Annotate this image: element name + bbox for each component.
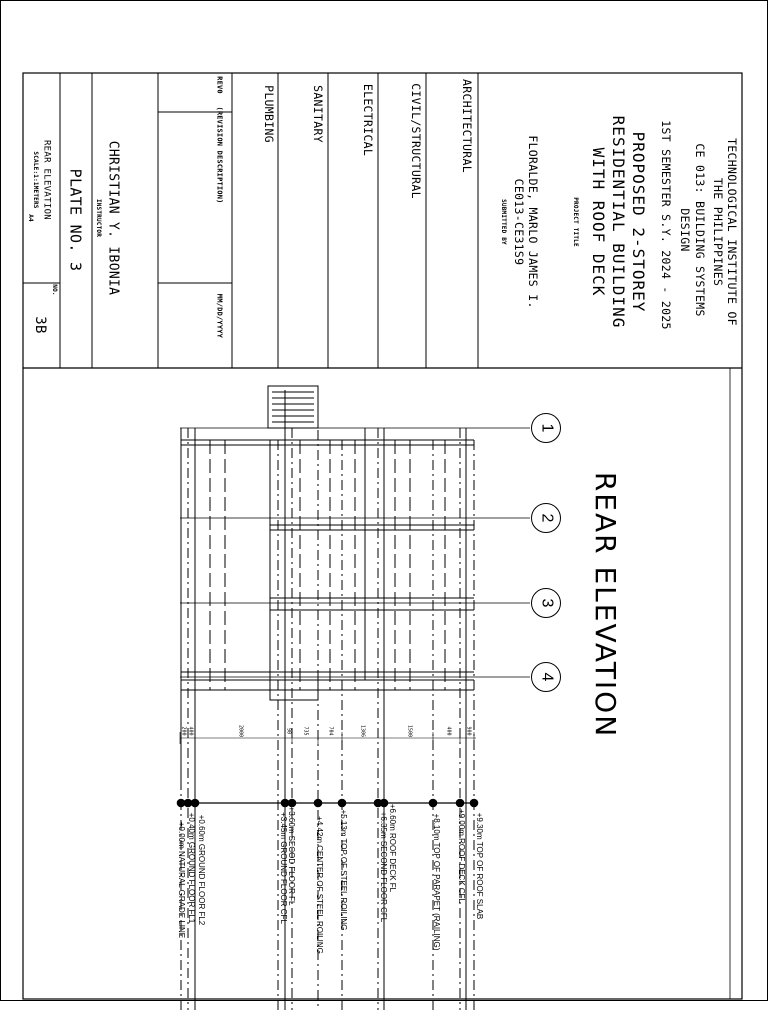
level-label: +8.10m TOP OF PARAPET (RAILING) [432,813,441,951]
discipline-plumbing: PLUMBING [261,85,276,143]
instructor-caption: INSTRUCTOR [95,198,102,238]
dimension-label: 1500 [406,724,413,738]
dimension-label: 90 [285,727,292,735]
revision-description-header: (REVISION DESCRIPTION) [215,106,224,204]
dimension-label: 704 [327,726,334,736]
paper-size: A4 [27,214,34,222]
gridline-bubble-1: 1 [531,413,561,443]
dimension-label: 2000 [237,724,244,738]
dimension-label: 900 [465,726,472,736]
dimension-label: 735 [302,726,309,736]
project-title-line-3: WITH ROOF DECK [589,147,608,297]
project-title-line-2: RESIDENTIAL BUILDING [609,115,628,329]
level-label: +3.60m SECOD FLOOR FL [287,806,296,906]
dimension-label: 400 [445,726,452,736]
project-title-caption: PROJECT TITLE [572,197,579,247]
level-label: +3.45m GROUND FLOOR CFL [279,812,288,924]
gridline-bubble-3: 3 [531,588,561,618]
level-label: +4.42m CENTER OF STEEL ROILING [315,816,324,954]
level-label: +6.60m ROOF DECK FL [388,803,397,893]
sheet-no-label: NO. [51,284,58,296]
level-label: +0.40m GROUND FLOOR FL1 [187,812,196,924]
gridline-bubble-4: 4 [531,662,561,692]
level-label: +0.60m GROUND FLOOR FL2 [197,814,206,926]
dimension-label: 1306 [359,724,366,738]
plate-number: PLATE NO. 3 [66,168,85,272]
revision-date-header: MM/DD/YYYY [215,293,224,339]
level-label: +9.00m ROOF DECK CFL [457,808,466,904]
sheet-title: REAR ELEVATION [41,139,52,221]
semester: 1ST SEMESTER S.Y. 2024 - 2025 [658,120,673,330]
sheet-number: 3B [32,316,48,334]
dimension-label: 400 [187,726,194,736]
submitted-by-section: CE013-CE31S9 [511,178,526,266]
level-markers [176,798,479,808]
scale-text: SCALE:1:1METERS [32,151,39,209]
gridline-bubble-2: 2 [531,503,561,533]
submitted-by-name: FLORALDE, MARLO JAMES I. [525,135,540,309]
instructor-name: CHRISTIAN Y. IBONIA [105,140,121,296]
institution-line-1: TECHNOLOGICAL INSTITUTE OF [724,138,739,326]
discipline-electrical: ELECTRICAL [360,83,375,157]
dimension-label: 200 [180,726,187,736]
institution-line-2: THE PHILIPPINES [710,177,725,287]
level-label: +9.30m TOP OF ROOF SLAB [475,812,484,920]
drawing-frame [22,72,743,1000]
discipline-civil-structural: CIVIL/STRUCTURAL [408,83,423,199]
level-label: +0.00m NATURAL GRADE LINE [177,821,186,939]
course-line-1: CE 013: BUILDING SYSTEMS [692,143,707,317]
level-label: +6.35m SECOND FLOOR CFL [379,811,388,923]
revision-no-header: REV0 [215,76,224,94]
submitted-by-caption: SUBMITTED BY [500,199,507,245]
level-label: +5.13m TOP OF STEEL ROILING [339,809,348,931]
course-line-2: DESIGN [677,208,692,252]
discipline-sanitary: SANITARY [310,85,325,143]
elevation-drawing [178,385,530,1010]
discipline-architectural: ARCHITECTURAL [459,79,474,173]
drawing-title: REAR ELEVATION [589,471,622,739]
project-title-line-1: PROPOSED 2-STOREY [629,131,648,313]
